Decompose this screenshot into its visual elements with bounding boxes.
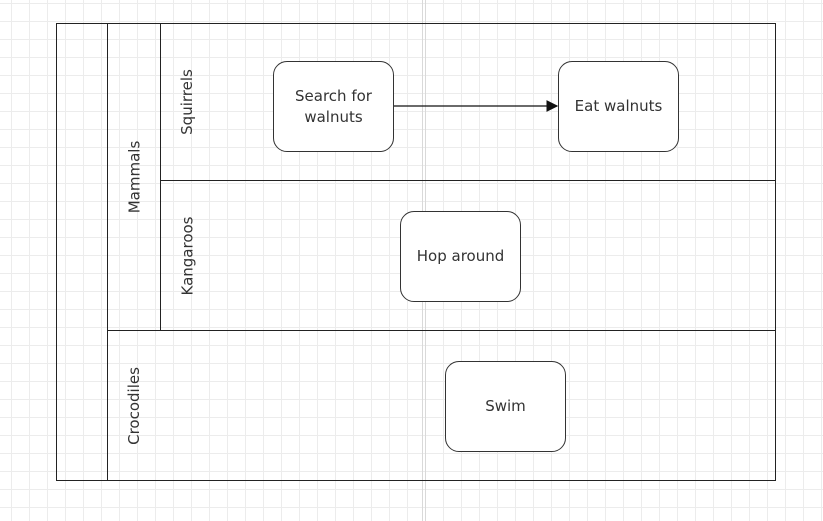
task-swim[interactable]: Swim bbox=[445, 361, 566, 452]
task-search-for-walnuts-label: Search for walnuts bbox=[295, 86, 372, 126]
task-search-for-walnuts[interactable]: Search for walnuts bbox=[273, 61, 394, 152]
task-eat-walnuts[interactable]: Eat walnuts bbox=[558, 61, 679, 152]
mammals-label-divider bbox=[160, 23, 162, 330]
task-eat-walnuts-label: Eat walnuts bbox=[574, 97, 663, 115]
task-swim-label: Swim bbox=[485, 397, 526, 415]
task-hop-around[interactable]: Hop around bbox=[400, 211, 521, 302]
lane-divider-squirrels-kangaroos bbox=[160, 180, 776, 182]
pool-label-divider bbox=[107, 23, 109, 481]
task-hop-around-label: Hop around bbox=[416, 247, 505, 265]
lane-divider-mammals-crocodiles bbox=[107, 330, 776, 332]
pool[interactable] bbox=[56, 23, 776, 481]
